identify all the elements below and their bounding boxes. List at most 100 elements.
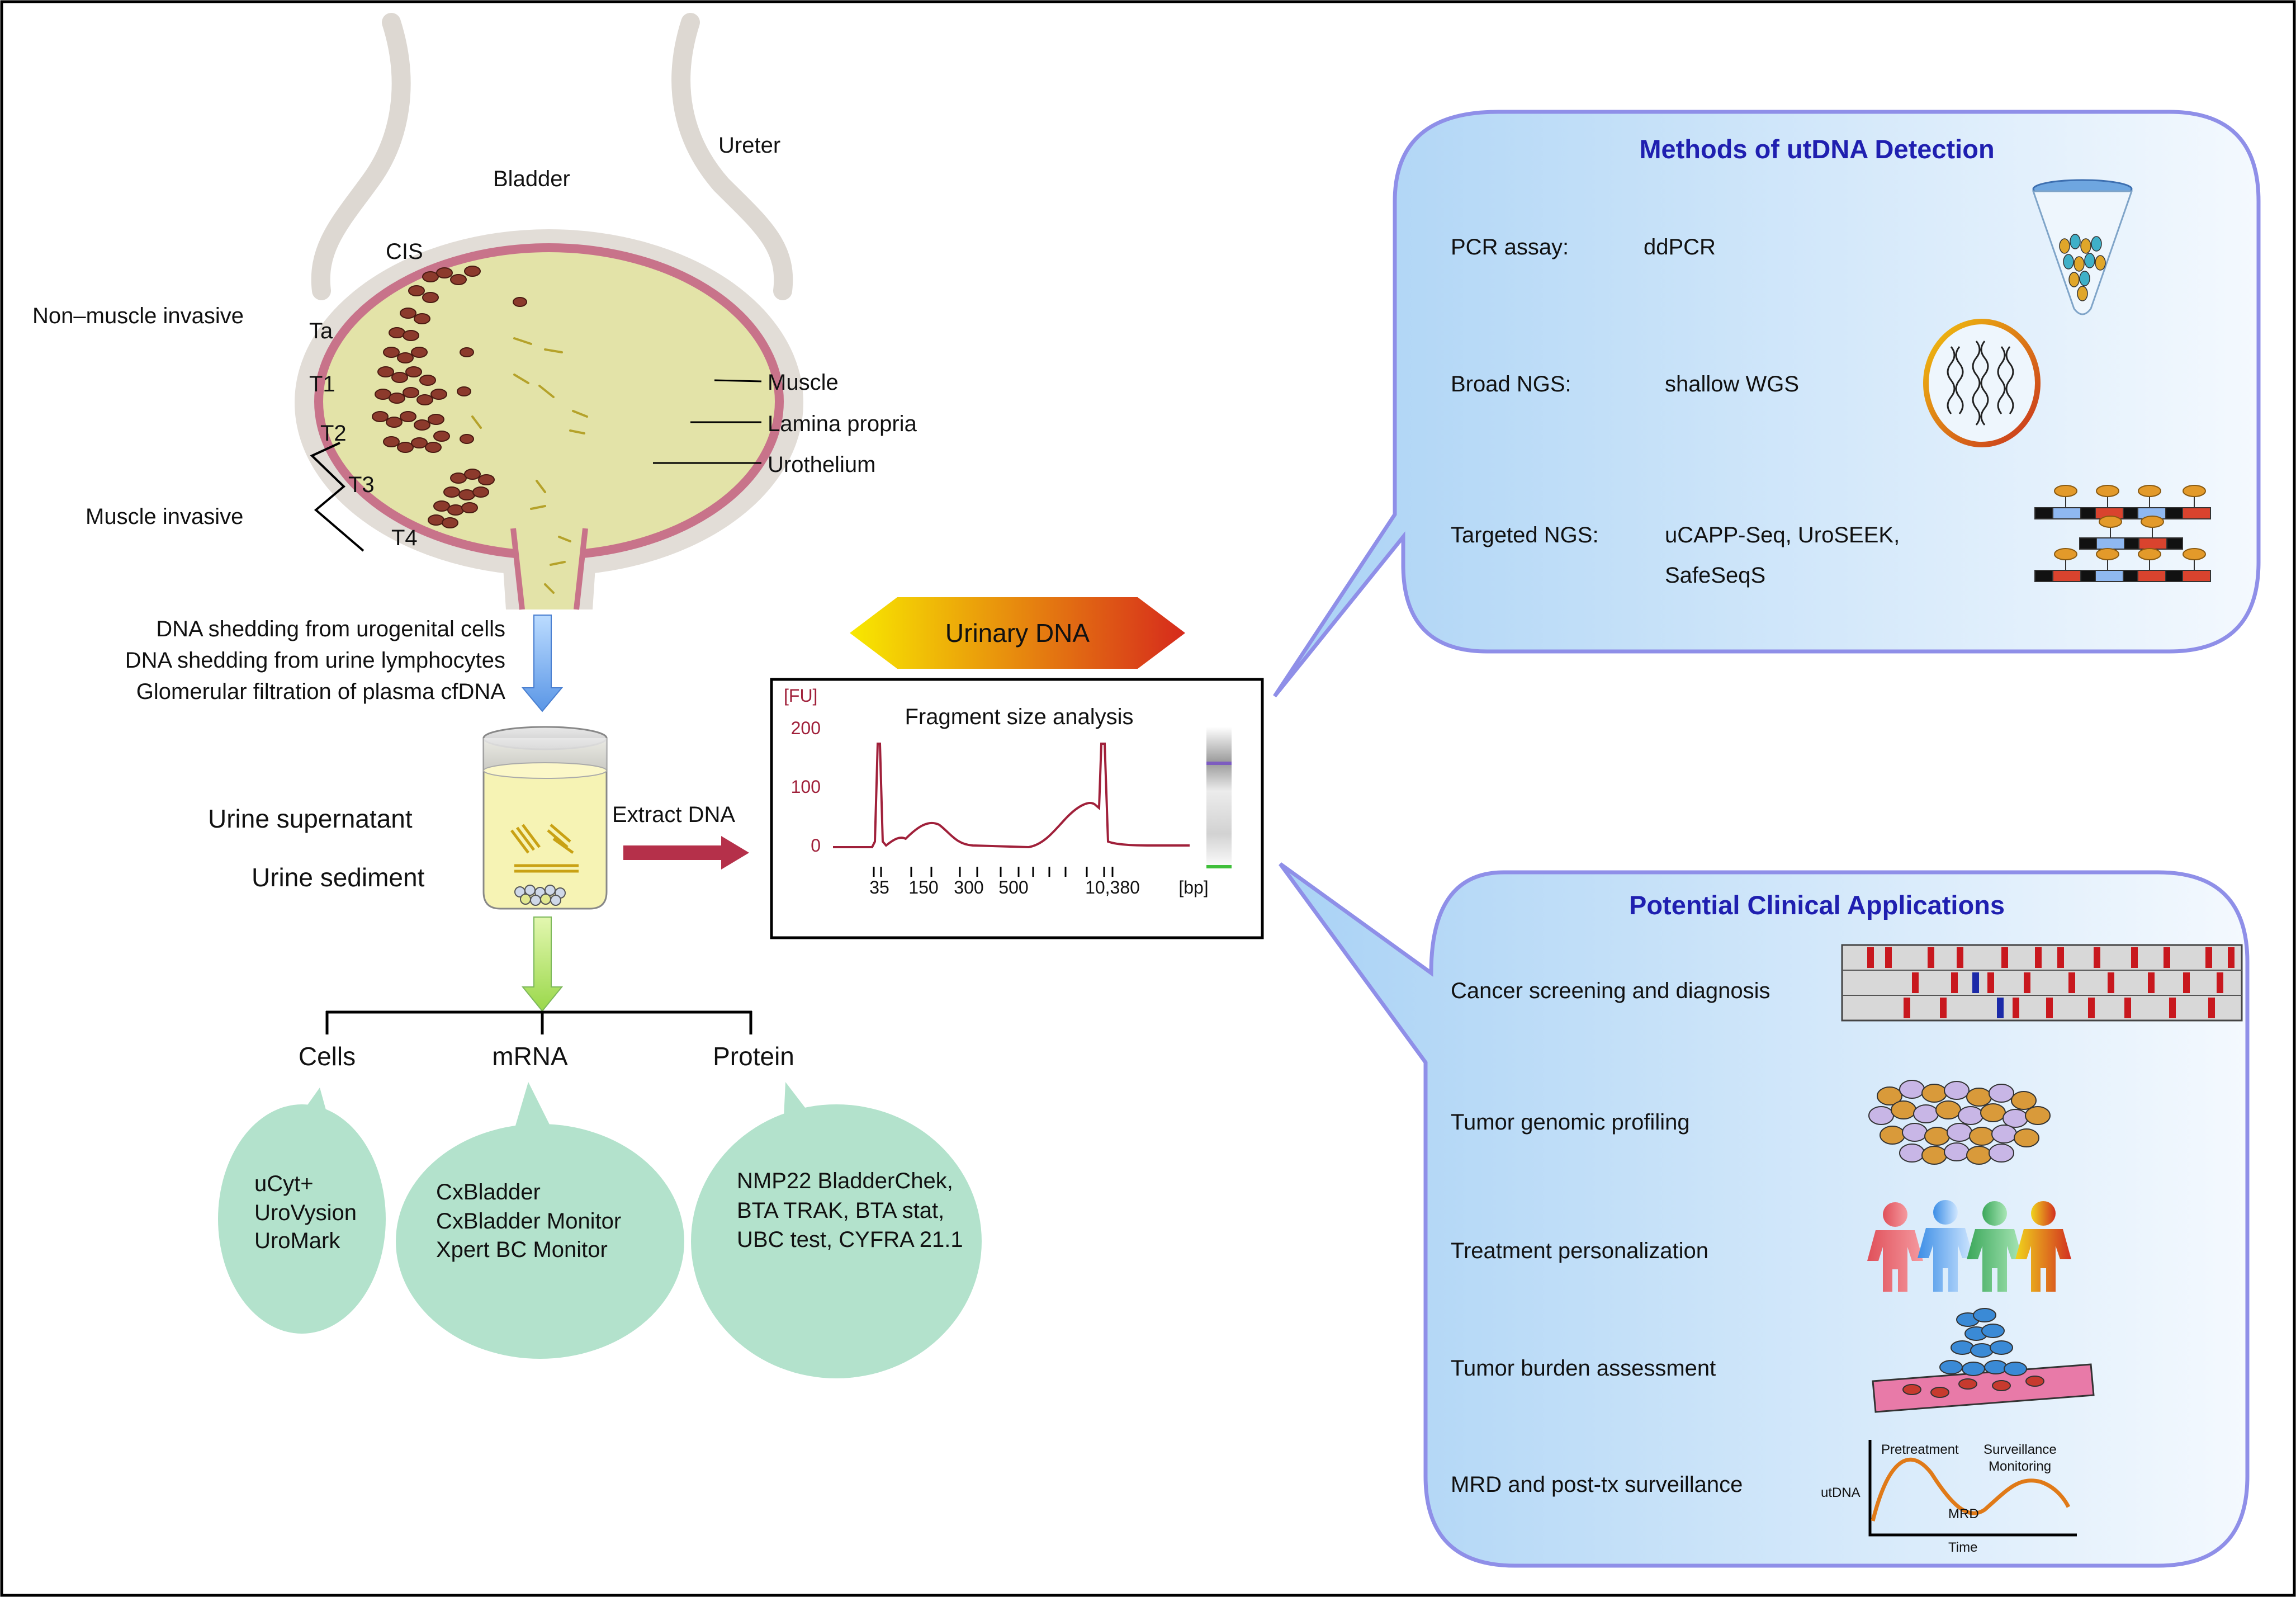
extract-dna-label: Extract DNA	[612, 802, 735, 827]
mrd-xlabel: Time	[1948, 1540, 1977, 1555]
branch-tree	[325, 1010, 752, 1034]
bubble-texts: uCyt+ UroVysion UroMark CxBladder CxBlad…	[254, 1169, 963, 1262]
fragment-x-tick-300: 300	[954, 877, 983, 897]
methods-broad-value: shallow WGS	[1665, 372, 1799, 396]
cells-bubble	[218, 1104, 386, 1334]
urine-sediment-label: Urine sediment	[252, 863, 425, 892]
app-row-2: Tumor genomic profiling	[1451, 1110, 1690, 1135]
ddpcr-tube-icon	[2032, 179, 2133, 315]
mrd-label-pretreatment: Pretreatment	[1881, 1442, 1959, 1457]
methods-targeted-value-2: SafeSeqS	[1665, 563, 1765, 588]
fragment-x-tick-35: 35	[869, 877, 889, 897]
urethra-wall-left	[510, 528, 525, 610]
muscle-leader	[714, 379, 762, 382]
app-row-1: Cancer screening and diagnosis	[1451, 979, 1770, 1003]
fragment-x-tick-500: 500	[998, 877, 1028, 897]
urinary-dna-label: Urinary DNA	[945, 618, 1090, 648]
protein-item-2: BTA TRAK, BTA stat,	[737, 1198, 944, 1223]
mrna-item-2: CxBladder Monitor	[436, 1209, 621, 1234]
gel-lane	[1206, 727, 1232, 870]
lamina-propria-label: Lamina propria	[768, 412, 917, 436]
urinary-dna-banner	[850, 597, 1185, 669]
methods-broad-label: Broad NGS:	[1451, 372, 1571, 396]
urine-tube	[482, 726, 608, 910]
urine-labels: Urine supernatant Urine sediment	[208, 804, 425, 892]
urethra-wall-right	[574, 528, 588, 610]
branch-labels: Cells mRNA Protein	[299, 1042, 794, 1071]
fragment-box	[770, 678, 1264, 939]
app-row-5: MRD and post-tx surveillance	[1451, 1472, 1743, 1497]
shallow-wgs-icon	[1923, 319, 2041, 447]
source-1: DNA shedding from urogenital cells	[156, 617, 505, 641]
t3-label: T3	[348, 473, 375, 497]
dna-sources: DNA shedding from urogenital cells DNA s…	[125, 617, 506, 704]
fragment-y-tick-200: 200	[791, 718, 821, 738]
protein-item-3: UBC test, CYFRA 21.1	[737, 1227, 963, 1252]
non-muscle-invasive-label: Non–muscle invasive	[32, 304, 244, 328]
mrna-label: mRNA	[492, 1042, 568, 1071]
extract-arrow	[623, 836, 749, 870]
t4-label: T4	[391, 526, 418, 550]
muscle-label: Muscle	[768, 370, 839, 395]
mrd-label-mrd: MRD	[1948, 1506, 1979, 1522]
cells-label: Cells	[299, 1042, 356, 1071]
protein-item-1: NMP22 BladderChek,	[737, 1169, 953, 1193]
methods-targeted-value-1: uCAPP-Seq, UroSEEK,	[1665, 523, 1900, 547]
methods-pcr-label: PCR assay:	[1451, 235, 1569, 259]
fragment-x-tick-150: 150	[908, 877, 938, 897]
fragment-x-tick-10380: 10,380	[1085, 877, 1140, 897]
ureter-label: Ureter	[718, 133, 780, 158]
down-arrow-blue	[521, 615, 564, 712]
methods-title: Methods of utDNA Detection	[1639, 134, 1994, 164]
fragment-x-unit: [bp]	[1178, 877, 1208, 897]
bladder-label: Bladder	[493, 167, 570, 191]
fragment-y-tick-0: 0	[811, 835, 821, 856]
screening-heatmap-icon	[1841, 944, 2243, 1022]
fragment-trace	[833, 743, 1190, 849]
source-3: Glomerular filtration of plasma cfDNA	[136, 679, 506, 704]
mrd-ylabel: utDNA	[1821, 1485, 1861, 1500]
green-bubbles	[218, 1082, 982, 1378]
mrna-item-3: Xpert BC Monitor	[436, 1237, 608, 1262]
fragment-y-tick-100: 100	[791, 777, 821, 797]
protein-bubble	[691, 1104, 982, 1378]
app-row-3: Treatment personalization	[1451, 1239, 1708, 1263]
targeted-ngs-icon	[2034, 485, 2211, 582]
right-ureter	[671, 13, 793, 300]
ta-label: Ta	[309, 319, 333, 343]
fragment-x-ticks	[873, 867, 1114, 877]
source-2: DNA shedding from urine lymphocytes	[125, 648, 505, 673]
mrd-label-surveillance: Surveillance	[1983, 1442, 2057, 1457]
t1-label: T1	[309, 372, 335, 396]
app-row-4: Tumor burden assessment	[1451, 1356, 1716, 1381]
cells-item-3: UroMark	[254, 1229, 340, 1253]
dna-fragments	[471, 337, 588, 594]
bladder-wall	[314, 243, 784, 560]
protein-label: Protein	[713, 1042, 794, 1071]
muscle-invasive-label: Muscle invasive	[86, 504, 243, 529]
cis-label: CIS	[386, 239, 423, 264]
tumor-profiling-icon	[1868, 1080, 2051, 1165]
fragment-title: Fragment size analysis	[905, 705, 1133, 729]
treatment-people-icon	[1867, 1200, 2071, 1292]
muscle-invasive-brace	[310, 442, 364, 552]
fragment-y-unit: [FU]	[784, 686, 817, 706]
applications-title: Potential Clinical Applications	[1629, 890, 2005, 920]
bladder-illustration	[295, 13, 803, 610]
anatomy-labels: Ureter Bladder CIS Non–muscle invasive T…	[32, 133, 917, 550]
cells-item-1: uCyt+	[254, 1171, 314, 1196]
tumor-cells	[372, 266, 527, 528]
methods-pcr-value: ddPCR	[1644, 235, 1716, 259]
mrna-bubble	[396, 1124, 684, 1359]
applications-panel: Potential Clinical Applications Cancer s…	[1279, 862, 2250, 1568]
mrd-plot-icon: utDNA Time Pretreatment Surveillance Mon…	[1821, 1440, 2077, 1555]
left-ureter	[311, 13, 411, 300]
tumor-burden-icon	[1872, 1308, 2095, 1413]
cells-item-2: UroVysion	[254, 1201, 357, 1225]
urothelium-label: Urothelium	[768, 452, 875, 477]
down-arrow-green	[521, 916, 564, 1012]
mrna-item-1: CxBladder	[436, 1180, 541, 1204]
